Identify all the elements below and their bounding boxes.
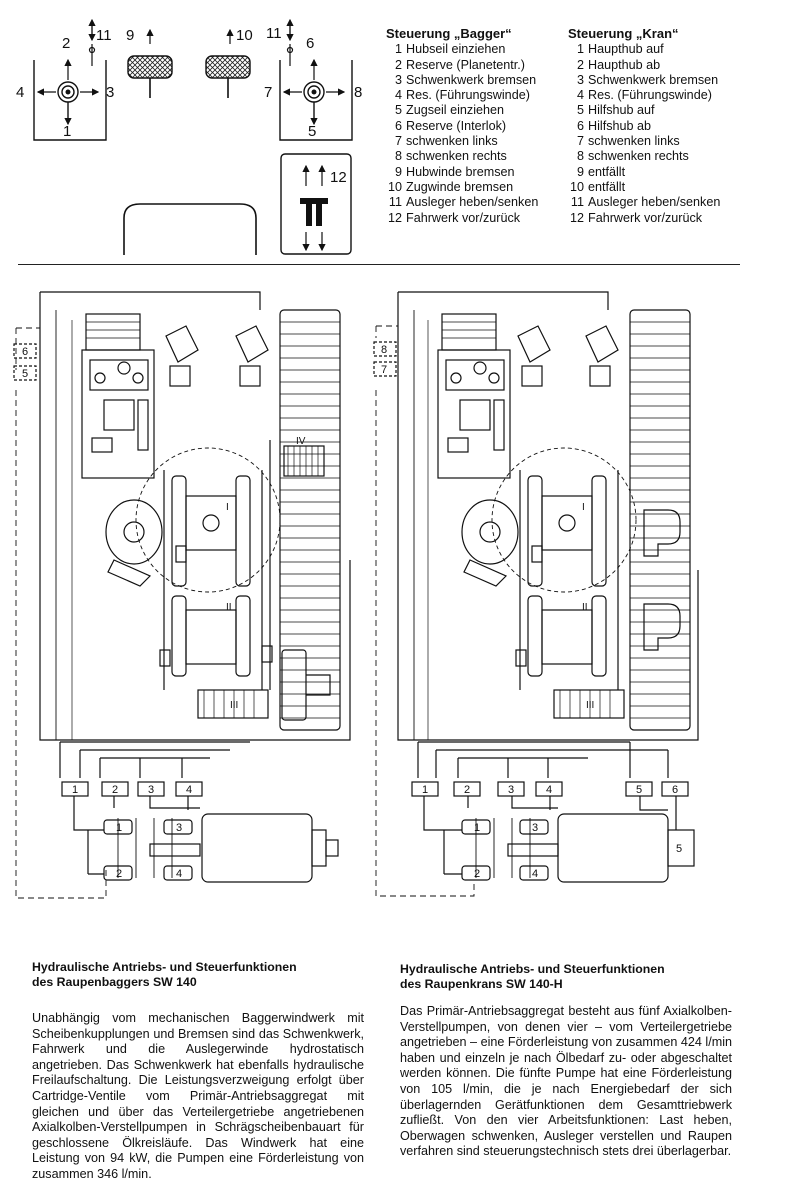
- valve-label-6: 6: [672, 784, 678, 796]
- label-right-6: 6: [306, 35, 314, 52]
- label-left-4: 4: [16, 84, 24, 101]
- excavator-list-title: Steuerung „Bagger“: [386, 26, 512, 41]
- valve-label-2: 2: [464, 784, 470, 796]
- roman-label-3: III: [230, 700, 238, 711]
- roman-label-2: II: [226, 602, 232, 613]
- roman-label-2: II: [582, 602, 588, 613]
- pump-label-4: 4: [176, 868, 182, 880]
- pump-label-3: 3: [176, 822, 182, 834]
- side-label-8: 8: [381, 344, 387, 356]
- valve-label-1: 1: [72, 784, 78, 796]
- roman-label-1: I: [582, 502, 585, 513]
- valve-label-4: 4: [546, 784, 552, 796]
- label-right-7: 7: [264, 84, 272, 101]
- label-pedal-9: 9: [126, 27, 134, 44]
- seat-outline: [123, 203, 257, 255]
- label-lever-12: 12: [330, 169, 347, 186]
- label-left-3: 3: [106, 84, 114, 101]
- pump-label-1: 1: [474, 822, 480, 834]
- crane-section-body: Das Primär-Antriebsaggregat besteht aus …: [400, 1004, 732, 1159]
- pump-label-2: 2: [474, 868, 480, 880]
- control-elements-figure: 2 11 4 3 1 9 10 11 6 7 8 5: [16, 18, 362, 255]
- right-joystick-panel: 11 6 7 8 5: [264, 18, 362, 141]
- label-right-8: 8: [354, 84, 362, 101]
- section-divider: [18, 264, 740, 265]
- valve-label-4: 4: [186, 784, 192, 796]
- travel-lever-panel: 12: [280, 153, 352, 255]
- valve-label-1: 1: [422, 784, 428, 796]
- excavator-hydraulic-diagram: 6 5 1 2 3 4 1 2 3 4 I II III IV: [13, 291, 351, 899]
- pump-label-3: 3: [532, 822, 538, 834]
- pedal-10: 10: [205, 27, 253, 98]
- side-label-7: 7: [381, 364, 387, 376]
- label-right-11: 11: [266, 25, 282, 42]
- excavator-section-title: Hydraulische Antriebs- und Steuerfunktio…: [32, 960, 297, 989]
- valve-label-2: 2: [112, 784, 118, 796]
- side-label-5: 5: [22, 368, 28, 380]
- label-right-5: 5: [308, 123, 316, 140]
- excavator-section-body: Unabhängig vom mechanischen Baggerwindwe…: [32, 1011, 364, 1181]
- crane-section-title: Hydraulische Antriebs- und Steuerfunktio…: [400, 962, 665, 991]
- side-label-6: 6: [22, 346, 28, 358]
- valve-label-3: 3: [508, 784, 514, 796]
- label-pedal-10: 10: [236, 27, 253, 44]
- pedal-9: 9: [126, 27, 173, 98]
- pump-label-2: 2: [116, 868, 122, 880]
- pump-label-4: 4: [532, 868, 538, 880]
- pump-label-1: 1: [116, 822, 122, 834]
- valve-label-3: 3: [148, 784, 154, 796]
- left-joystick-panel: 2 11 4 3 1: [16, 18, 114, 141]
- pump-label-5: 5: [676, 843, 682, 855]
- roman-label-1: I: [226, 502, 229, 513]
- crane-hydraulic-diagram: 8 7 1 2 3 4 5 6 1 2 3 4 5 I II III: [373, 291, 699, 897]
- roman-label-4: IV: [296, 436, 306, 447]
- crane-list-title: Steuerung „Kran“: [568, 26, 679, 41]
- label-left-2: 2: [62, 35, 70, 52]
- valve-label-5: 5: [636, 784, 642, 796]
- label-left-1: 1: [63, 123, 71, 140]
- label-left-11: 11: [96, 27, 112, 44]
- roman-label-3: III: [586, 700, 594, 711]
